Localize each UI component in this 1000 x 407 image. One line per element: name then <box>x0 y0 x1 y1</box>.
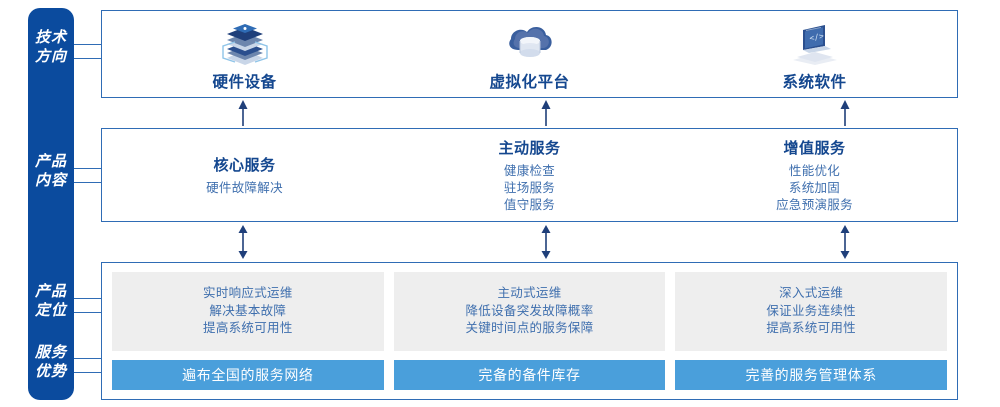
arrow-double-middle <box>539 224 553 265</box>
bottom-item-deep[interactable]: 深入式运维 保证业务连续性 提高系统可用性 完善的服务管理体系 <box>675 272 948 390</box>
positioning-box: 实时响应式运维 解决基本故障 提高系统可用性 <box>112 272 384 351</box>
rail-label-line: 产品 <box>34 153 67 170</box>
arrow-up-system-software <box>838 99 852 132</box>
tech-item-label: 虚拟化平台 <box>489 74 570 91</box>
advantage-bar[interactable]: 完备的备件库存 <box>393 360 666 390</box>
advantage-bar[interactable]: 完善的服务管理体系 <box>675 360 948 390</box>
arrow-double-right <box>838 224 852 265</box>
connector-line <box>74 168 101 169</box>
rail-label-line: 服务 <box>34 344 67 361</box>
positioning-box: 深入式运维 保证业务连续性 提高系统可用性 <box>675 272 948 351</box>
panel-technology-direction: 硬件设备 <box>101 10 958 98</box>
arrow-double-left <box>236 224 250 265</box>
connector-line <box>74 372 101 373</box>
positioning-line: 降低设备突发故障概率 <box>465 303 594 318</box>
panel-product-content: 核心服务 硬件故障解决 主动服务 健康检查 驻场服务 值守服务 增值服务 性能优… <box>101 128 958 222</box>
positioning-line: 关键时间点的服务保障 <box>465 321 594 336</box>
advantage-bar[interactable]: 遍布全国的服务网络 <box>112 360 384 390</box>
left-rail <box>28 8 74 400</box>
content-item-line: 驻场服务 <box>503 180 556 195</box>
rail-label-line: 方向 <box>34 48 67 65</box>
rail-label-product-content: 产品 内容 <box>28 152 74 190</box>
tech-item-hardware[interactable]: 硬件设备 <box>102 11 387 97</box>
positioning-line: 解决基本故障 <box>209 303 287 318</box>
rail-label-tech-direction: 技术 方向 <box>28 28 74 66</box>
bottom-item-proactive[interactable]: 主动式运维 降低设备突发故障概率 关键时间点的服务保障 完备的备件库存 <box>393 272 666 390</box>
tech-item-label: 系统软件 <box>782 74 847 91</box>
connector-line <box>74 298 101 299</box>
laptop-code-icon: </> <box>785 20 845 66</box>
content-item-proactive-service[interactable]: 主动服务 健康检查 驻场服务 值守服务 <box>387 129 672 221</box>
positioning-line: 深入式运维 <box>779 286 844 301</box>
rail-label-service-advantage: 服务 优势 <box>28 343 74 381</box>
connector-line <box>74 312 101 313</box>
arrow-up-virtualization <box>539 99 553 132</box>
content-item-title: 核心服务 <box>213 156 276 174</box>
positioning-box: 主动式运维 降低设备突发故障概率 关键时间点的服务保障 <box>393 272 666 351</box>
content-item-line: 应急预演服务 <box>776 197 853 212</box>
svg-text:</>: </> <box>808 31 824 43</box>
positioning-line: 实时响应式运维 <box>203 286 293 301</box>
server-stack-icon <box>215 20 275 66</box>
content-item-title: 主动服务 <box>498 139 561 157</box>
tech-item-label: 硬件设备 <box>212 74 277 91</box>
positioning-line: 保证业务连续性 <box>766 303 856 318</box>
bottom-item-realtime[interactable]: 实时响应式运维 解决基本故障 提高系统可用性 遍布全国的服务网络 <box>112 272 384 390</box>
content-item-line: 硬件故障解决 <box>206 180 283 195</box>
cloud-database-icon <box>500 20 560 66</box>
tech-item-system-software[interactable]: </> 系统软件 <box>672 11 957 97</box>
rail-label-line: 内容 <box>34 172 67 189</box>
rail-label-line: 产品 <box>34 283 67 300</box>
rail-label-line: 优势 <box>34 363 67 380</box>
rail-label-line: 技术 <box>34 29 67 46</box>
content-item-core-service[interactable]: 核心服务 硬件故障解决 <box>102 129 387 221</box>
content-item-line: 系统加固 <box>788 180 841 195</box>
connector-line <box>74 58 101 59</box>
positioning-line: 主动式运维 <box>497 286 562 301</box>
arrow-up-hardware <box>236 99 250 132</box>
tech-item-virtualization[interactable]: 虚拟化平台 <box>387 11 672 97</box>
connector-line <box>74 44 101 45</box>
content-item-line: 健康检查 <box>503 163 556 178</box>
panel-positioning-advantages: 实时响应式运维 解决基本故障 提高系统可用性 遍布全国的服务网络 主动式运维 降… <box>101 262 958 400</box>
content-item-line: 值守服务 <box>503 197 556 212</box>
content-item-value-added-service[interactable]: 增值服务 性能优化 系统加固 应急预演服务 <box>672 129 957 221</box>
positioning-line: 提高系统可用性 <box>766 321 856 336</box>
connector-line <box>74 358 101 359</box>
content-item-line: 性能优化 <box>788 163 841 178</box>
rail-label-line: 定位 <box>34 302 67 319</box>
rail-label-product-position: 产品 定位 <box>28 282 74 320</box>
positioning-line: 提高系统可用性 <box>203 321 293 336</box>
content-item-title: 增值服务 <box>783 139 846 157</box>
connector-line <box>74 182 101 183</box>
